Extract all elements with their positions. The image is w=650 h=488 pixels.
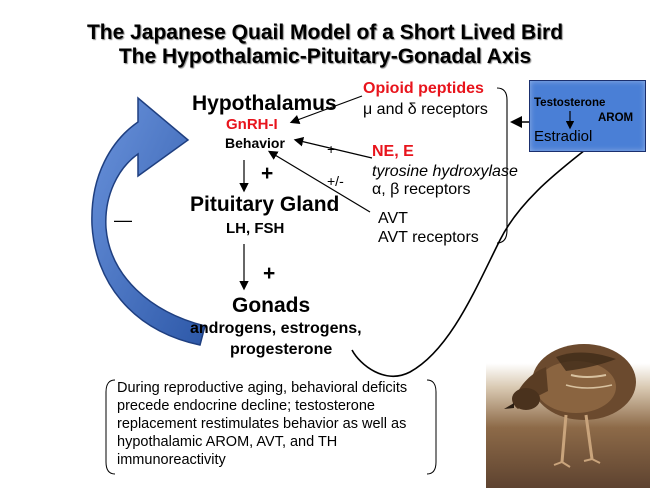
modulator-bracket — [496, 87, 508, 244]
gonad-hormones-line-2: progesterone — [230, 341, 333, 358]
ne-sign: + — [327, 141, 336, 157]
estradiol-label: Estradiol — [534, 128, 593, 145]
pituitary-label: Pituitary Gland — [190, 193, 340, 216]
gonads-label: Gonads — [232, 294, 311, 317]
alpha-beta-receptors-label: α, β receptors — [372, 181, 471, 198]
hypothalamus-label: Hypothalamus — [192, 92, 337, 115]
quail-illustration — [504, 344, 636, 468]
avt-sign: +/- — [327, 173, 344, 189]
arom-label: AROM — [598, 112, 634, 124]
quail-photo — [486, 287, 650, 488]
note-bracket-left — [105, 379, 116, 475]
opioid-peptides-label: Opioid peptides — [363, 80, 484, 97]
gnrh-label: GnRH-I — [226, 116, 278, 133]
lh-fsh-label: LH, FSH — [226, 220, 285, 237]
arrow-opioid-to-gnrh — [289, 95, 363, 124]
title-line-1: The Japanese Quail Model of a Short Live… — [86, 21, 564, 44]
feedback-sign: — — [114, 210, 132, 230]
arrow-avt-to-behavior — [267, 150, 371, 213]
testosterone-box: Testosterone AROM Estradiol — [529, 80, 646, 152]
opioid-receptors-label: μ and δ receptors — [363, 101, 488, 118]
aging-note: During reproductive aging, behavioral de… — [117, 380, 408, 468]
ne-e-label: NE, E — [372, 143, 414, 160]
plus-sign-2: + — [263, 262, 276, 285]
tyrosine-hydroxylase-label: tyrosine hydroxylase — [372, 163, 518, 180]
feedback-arrow — [91, 96, 206, 346]
note-bracket-right — [426, 379, 437, 475]
avt-receptors-label: AVT receptors — [378, 229, 479, 246]
avt-label: AVT — [378, 210, 408, 227]
testosterone-label: Testosterone — [534, 97, 606, 109]
curve-testosterone-to-gonads — [351, 149, 586, 377]
gonad-hormones-line-1: androgens, estrogens, — [190, 320, 362, 337]
plus-sign-1: + — [261, 162, 274, 185]
arrow-ne-to-behavior — [293, 136, 373, 159]
behavior-label: Behavior — [225, 135, 285, 151]
testosterone-box-arrow — [565, 111, 575, 130]
title-line-2: The Hypothalamic-Pituitary-Gonadal Axis — [118, 45, 532, 68]
